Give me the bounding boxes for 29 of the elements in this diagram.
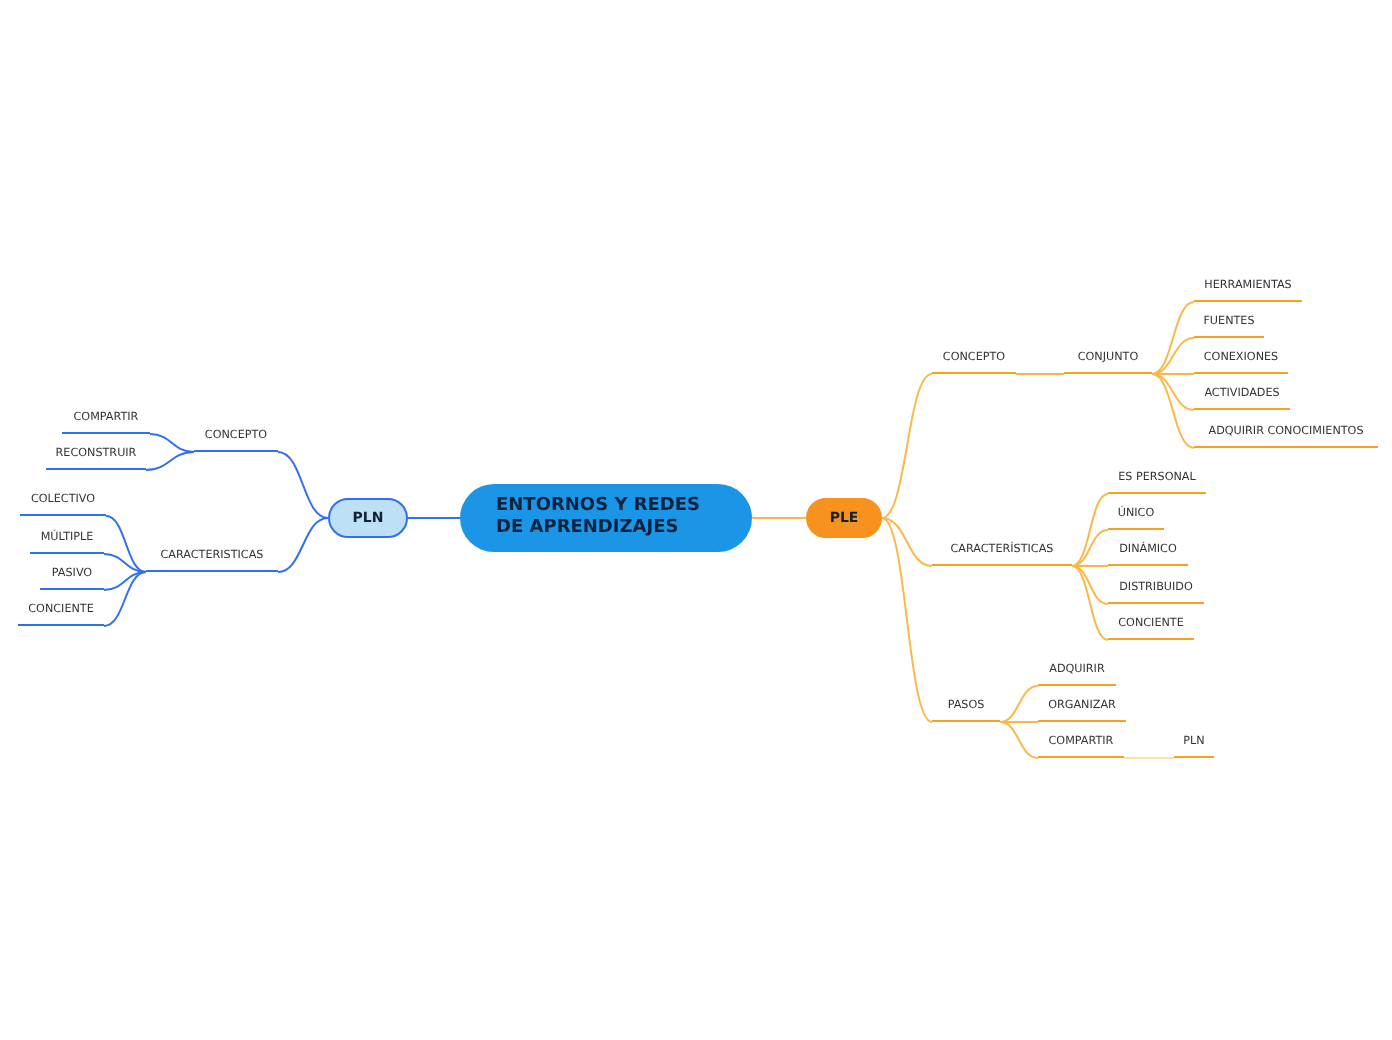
- connector-line: [1071, 529, 1109, 567]
- connector-line: [1071, 493, 1109, 567]
- connector-line: [1151, 373, 1195, 375]
- connector-line: [277, 517, 329, 573]
- connector-line: [149, 433, 195, 453]
- connector-line: [1071, 565, 1109, 641]
- connector-line: [1151, 301, 1195, 375]
- connector-line: [1151, 337, 1195, 375]
- connector-line: [751, 517, 807, 519]
- connector-line: [105, 515, 147, 573]
- connector-line: [881, 517, 933, 723]
- connector-line: [407, 517, 461, 519]
- connector-line: [1015, 373, 1065, 375]
- connector-line: [1151, 373, 1195, 449]
- connector-line: [1071, 565, 1109, 567]
- connector-line: [103, 553, 147, 573]
- connector-line: [1123, 757, 1175, 759]
- connector-line: [1071, 565, 1109, 605]
- central-topic: ENTORNOS Y REDES DE APRENDIZAJES: [460, 484, 752, 552]
- connector-line: [277, 451, 329, 519]
- connector-line: [881, 517, 933, 567]
- connector-line: [999, 721, 1039, 759]
- connector-line: [999, 685, 1039, 723]
- connector-line: [999, 721, 1039, 723]
- connector-line: [145, 451, 195, 471]
- connector-line: [103, 571, 147, 627]
- connector-line: [1151, 373, 1195, 411]
- connector-line: [881, 373, 933, 519]
- connector-line: [103, 571, 147, 591]
